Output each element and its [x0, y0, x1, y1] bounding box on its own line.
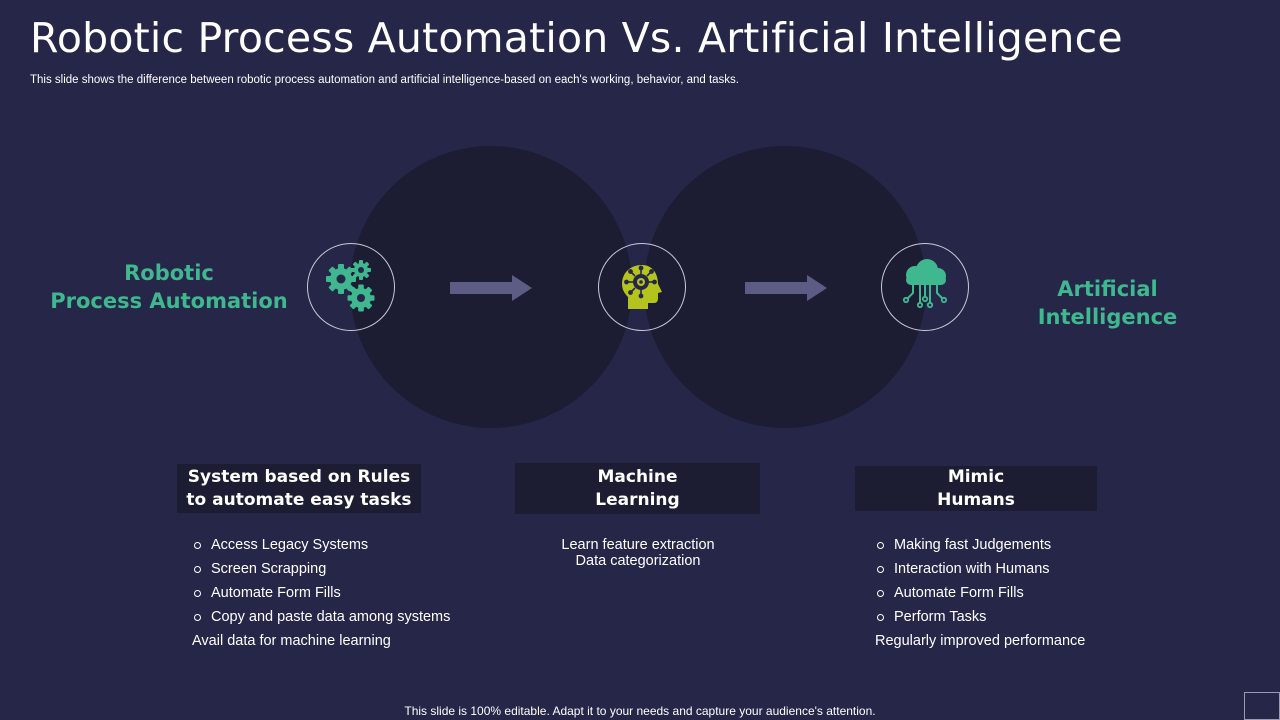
gears-icon [326, 260, 375, 312]
list-item: Making fast Judgements [875, 533, 1085, 557]
list-item: Access Legacy Systems [192, 533, 450, 557]
rpa-heading-box: System based on Rules to automate easy t… [177, 464, 421, 513]
arrow-right-icon [745, 275, 827, 301]
rpa-label: Robotic Process Automation [40, 259, 298, 315]
rpa-heading-line2: to automate easy tasks [186, 489, 412, 510]
ai-label: Artificial Intelligence [1037, 277, 1178, 329]
gears-icon-circle [307, 243, 395, 331]
list-item: Interaction with Humans [875, 557, 1085, 581]
ml-line: Learn feature extraction [561, 537, 715, 553]
rpa-list: Access Legacy Systems Screen Scrapping A… [192, 533, 450, 653]
ml-heading-line2: Learning [595, 489, 680, 510]
rpa-label-line2: Process Automation [50, 289, 288, 313]
ml-heading-line1: Machine [597, 466, 678, 487]
list-item: Perform Tasks [875, 605, 1085, 629]
rpa-heading-line1: System based on Rules [187, 466, 411, 487]
rpa-label-line1: Robotic [124, 261, 214, 285]
slide-subtitle: This slide shows the difference between … [30, 74, 739, 86]
slide-footer: This slide is 100% editable. Adapt it to… [404, 704, 876, 718]
ml-line: Data categorization [575, 553, 701, 569]
cloud-network-icon [902, 259, 948, 309]
list-item: Automate Form Fills [875, 581, 1085, 605]
ml-heading-box: Machine Learning [515, 463, 760, 514]
mimic-heading-box: Mimic Humans [855, 466, 1097, 511]
mimic-list: Making fast Judgements Interaction with … [875, 533, 1085, 653]
list-note: Regularly improved performance [875, 633, 1086, 649]
list-item: Copy and paste data among systems [192, 605, 450, 629]
list-item: Screen Scrapping [192, 557, 450, 581]
corner-frame [1244, 692, 1280, 720]
brain-head-icon-circle [598, 243, 686, 331]
arrow-right-icon [450, 275, 532, 301]
mimic-heading-line2: Humans [937, 489, 1015, 510]
slide-title: Robotic Process Automation Vs. Artificia… [30, 14, 1123, 62]
brain-head-icon [622, 265, 662, 309]
cloud-network-icon-circle [881, 243, 969, 331]
list-note: Avail data for machine learning [192, 633, 391, 649]
ml-description: Learn feature extraction Data categoriza… [518, 537, 758, 569]
mimic-heading-line1: Mimic [947, 466, 1005, 487]
list-item: Automate Form Fills [192, 581, 450, 605]
